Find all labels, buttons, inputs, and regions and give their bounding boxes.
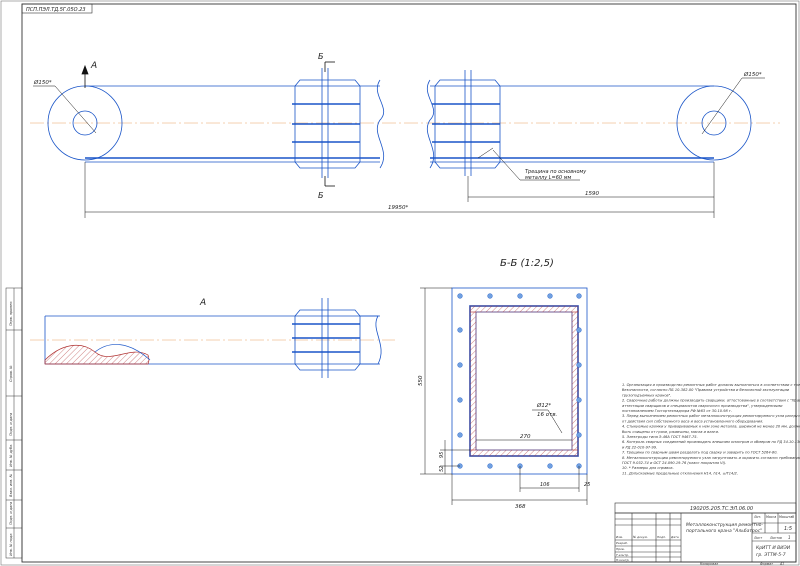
view-A-title: A (199, 298, 206, 308)
copied-label: Копировал (700, 562, 718, 566)
note-line: и РД 22-010-97-99. (622, 445, 657, 449)
tb-sheets-value: 1 (788, 535, 791, 540)
crack-leader (477, 147, 580, 181)
dia-right-text: Ø150* (743, 71, 762, 78)
hole-note-1: Ø12* (536, 402, 551, 409)
section-BB: Б-Б (1:2,5) (418, 258, 590, 510)
beam-left-part (47, 79, 435, 169)
note-line: аттестации сварщиков и специалистов свар… (622, 404, 783, 408)
format-label: Формат (760, 562, 773, 566)
format-value: A1 (779, 562, 784, 566)
top-stamp-text: ПСП.ПЭЛ.ТД.5Г.05О.23 (26, 7, 86, 13)
note-line: 5. Электроды типа Э-46А ГОСТ 9467-75. (622, 435, 698, 439)
dim-inner-text: 270 (520, 434, 531, 440)
tb-row-podp: Подп. (657, 535, 666, 539)
title-block-texts: 190205.205.ТС.ЭЛ.06.00 Металлоконструкци… (616, 506, 794, 566)
note-line: безопасности, согласно ПБ 10-382-00 "Пра… (622, 388, 790, 392)
tb-org-2: гр. ЭТТМ-5-7 (756, 552, 786, 558)
title-block (614, 502, 797, 563)
strip-cell-7: Инв. № подл. (9, 533, 13, 556)
section-marker-BB (324, 61, 335, 187)
note-line: 10. * Размеры для справок. (622, 466, 674, 470)
left-strip-labels: Перв. примен. Справ. № Подп. и дата Инв.… (9, 301, 13, 556)
beam-right-part (430, 85, 752, 163)
tb-row-date: Дата (670, 535, 679, 539)
label-A-arrow: A (90, 61, 97, 71)
strip-cell-6: Подп. и дата (9, 502, 13, 525)
main-view: Б Б A Ø150* (30, 52, 780, 218)
note-line: 8. Металлоконструкцию ремонтируемого узл… (622, 456, 800, 460)
note-line: 7. Трещины по сварным швам разделать под… (622, 451, 778, 455)
dia-left-text: Ø150* (33, 79, 52, 86)
tb-scale-label: Масштаб (779, 515, 794, 519)
weld-hatch-zone (44, 344, 150, 365)
crack-note-1: Трещина по основному (525, 169, 587, 175)
dim-width-text: 368 (515, 504, 526, 510)
technical-notes: 1. Организация и производство ремонтных … (622, 383, 800, 475)
strip-cell-3: Подп. и дата (9, 413, 13, 436)
tb-mass: Масса (766, 515, 776, 519)
tb-role-1: Разраб. (616, 541, 628, 545)
left-eye-hole (72, 110, 98, 136)
sheet-frame (21, 3, 797, 563)
note-line: 3. Перед выполнением ремонтных работ мет… (622, 414, 800, 418)
tb-scale-value: 1:5 (784, 526, 792, 532)
dim-height-text: 550 (418, 375, 424, 386)
left-strip (5, 287, 23, 559)
break-line-middle (376, 79, 385, 169)
right-eye-hole (701, 110, 727, 136)
dim-left2-text: 52 (439, 466, 445, 472)
dim-right (467, 176, 714, 202)
splice-plate-left (292, 68, 361, 178)
flange-plate (451, 287, 588, 475)
note-line: 2. Сварочные работы должны производить с… (622, 399, 800, 403)
note-line: от действия сил собственного веса и веса… (622, 419, 763, 423)
strip-cell-1: Перв. примен. (9, 301, 13, 326)
note-line: грузоподъемных кранов". (622, 393, 671, 397)
tb-doc-code: 190205.205.ТС.ЭЛ.06.00 (690, 506, 753, 512)
tb-name-1: Металлоконструкция ремонтно- (686, 522, 763, 528)
strip-cell-2: Справ. № (9, 365, 13, 382)
dim-total-text: 19950* (388, 205, 408, 211)
box-inner (475, 311, 573, 451)
right-eye-outer (676, 85, 752, 161)
tb-row-list: № докум. (632, 535, 648, 539)
tb-org-1: КрИТТ И ВИЭИ (756, 545, 791, 551)
dim-total (84, 162, 715, 218)
crack-note-2: металлу L=60 мм (525, 175, 571, 181)
splice-plate-right (432, 70, 501, 176)
top-stamp: ПСП.ПЭЛ.ТД.5Г.05О.23 (21, 3, 93, 14)
dia-leader-left (33, 85, 97, 134)
tb-sheet: Лист (753, 536, 762, 540)
dim-left1-text: 95 (439, 452, 445, 458)
strip-cell-4: Инв. № дубл. (9, 444, 13, 467)
note-line: 11. Допускаемые предельные отклонения H1… (622, 471, 738, 475)
note-line: ГОСТ 9.032-74 и ОСТ 24.090.19-76 (класс … (622, 461, 726, 465)
view-arrow-A (81, 64, 89, 88)
tb-sheets: Листов (769, 536, 782, 540)
tb-name-2: портального крана "Альбатрос" (686, 528, 762, 534)
note-line: быть очищены от грязи, ржавчины, масла и… (622, 430, 719, 434)
tb-role-3: Т.контр. (616, 553, 629, 557)
tb-stage: Лит. (753, 515, 761, 519)
note-line: 1. Организация и производство ремонтных … (622, 383, 800, 387)
dim-right-text: 1590 (585, 191, 599, 197)
tb-role-4: Н.контр. (616, 558, 629, 562)
dim-bottom1-text: 106 (540, 482, 550, 488)
note-line: постановлением Госгортехнадзора РФ №63 о… (622, 409, 732, 413)
label-B-bottom: Б (318, 191, 324, 200)
dia-leader-right (701, 77, 765, 135)
tb-row-izm: Изм. (616, 535, 623, 539)
view-A: A (30, 298, 395, 378)
dim-bottom2-text: 25 (584, 482, 590, 488)
tb-role-2: Пров. (616, 547, 625, 551)
note-line: 4. Стыкуемые кромки у привариваемых к не… (622, 425, 800, 429)
hole-note-2: 16 отв. (537, 412, 558, 418)
strip-cell-5: Взам. инв. № (9, 474, 13, 497)
note-line: 6. Контроль сварных соединений производи… (622, 440, 800, 444)
label-B-top: Б (318, 52, 324, 61)
section-title: Б-Б (1:2,5) (500, 258, 554, 269)
